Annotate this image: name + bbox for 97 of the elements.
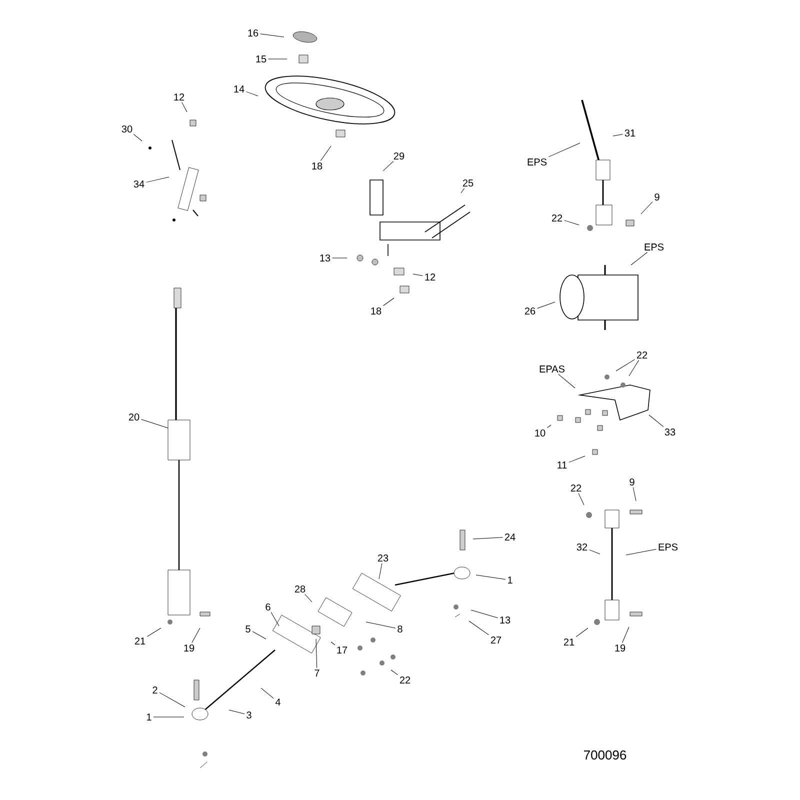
callout-number: 22 <box>400 676 410 684</box>
callout-number: 9 <box>654 193 660 201</box>
callout-number: 16 <box>248 29 258 37</box>
callout-number: 22 <box>636 352 648 358</box>
leader-line <box>578 492 584 506</box>
callout-number: 8 <box>398 625 402 633</box>
leader-line <box>182 102 188 112</box>
callout-number: 24 <box>504 534 516 540</box>
leader-line <box>228 710 245 714</box>
leader-line <box>383 298 394 306</box>
callout-number: 10 <box>535 429 546 437</box>
callout-number: 22 <box>570 484 582 492</box>
leader-line <box>576 628 588 638</box>
callout-number: 19 <box>615 644 626 652</box>
leader-line <box>330 642 336 646</box>
leader-line <box>382 161 394 172</box>
leader-line <box>268 58 288 60</box>
leader-line <box>390 670 398 676</box>
leader-line <box>252 631 266 640</box>
leader-line <box>476 574 506 580</box>
callout-number: 21 <box>134 638 146 644</box>
leader-line <box>564 220 580 226</box>
callout-number: 21 <box>564 638 574 646</box>
callout-number: 28 <box>294 585 306 593</box>
leader-line <box>153 716 184 718</box>
callout-number: 5 <box>246 626 250 632</box>
callout-number: 3 <box>246 711 252 719</box>
callout-number: 22 <box>552 214 562 222</box>
callout-number: EPS <box>658 543 678 551</box>
callout-number: 12 <box>174 94 184 100</box>
leader-line <box>626 548 657 556</box>
callout-number: EPAS <box>540 365 565 373</box>
callout-number: 26 <box>524 307 536 315</box>
leader-line <box>270 612 280 626</box>
leader-line <box>568 456 586 463</box>
leader-line <box>632 487 636 502</box>
leader-line <box>472 537 503 540</box>
callout-number: 31 <box>624 129 636 137</box>
leader-line <box>320 146 332 161</box>
callout-number: 15 <box>256 56 266 62</box>
callout-number: 17 <box>337 646 348 654</box>
leader-line <box>146 176 170 183</box>
callout-number: 9 <box>630 478 634 486</box>
callout-number: 33 <box>664 428 676 436</box>
callout-number: 25 <box>462 179 474 187</box>
callout-number: 13 <box>320 254 330 262</box>
leader-line <box>147 628 162 637</box>
leader-line <box>640 202 653 214</box>
leader-line <box>246 91 258 96</box>
callout-number: 34 <box>134 180 144 188</box>
callout-number: 13 <box>500 616 510 624</box>
callout-number: 23 <box>378 554 388 562</box>
callout-number: 18 <box>312 162 322 170</box>
leader-line <box>616 359 635 372</box>
leader-line <box>537 302 556 309</box>
callout-number: 1 <box>508 576 512 584</box>
leader-line <box>378 563 382 580</box>
callout-number: 18 <box>371 307 382 315</box>
callout-number: 7 <box>314 670 320 676</box>
leader-line <box>558 374 576 388</box>
leader-line <box>470 610 498 618</box>
callout-number: 30 <box>122 125 132 133</box>
leader-line <box>648 414 664 428</box>
leader-line <box>460 188 465 194</box>
leader-line <box>316 638 318 668</box>
leader-line <box>260 688 274 699</box>
leader-line <box>159 692 186 708</box>
leader-line <box>548 142 580 158</box>
drawing-number: 700096 <box>584 750 626 760</box>
leader-line <box>366 622 396 628</box>
callout-number: 32 <box>576 543 588 551</box>
leader-line <box>622 626 630 644</box>
callout-number: 11 <box>558 462 567 468</box>
callout-number: 29 <box>394 152 404 160</box>
leader-line <box>304 594 312 602</box>
callout-number: 6 <box>266 603 270 611</box>
leader-line <box>412 274 423 276</box>
leader-line <box>628 360 640 376</box>
callout-number: 4 <box>275 698 280 706</box>
leader-line <box>612 134 623 136</box>
callout-number: EPS <box>644 243 664 251</box>
callout-number: 20 <box>128 413 140 421</box>
callout-number: 19 <box>184 644 194 652</box>
leader-line <box>192 628 200 644</box>
leader-line <box>133 134 142 142</box>
leader-line <box>141 419 168 428</box>
leader-line <box>468 620 489 636</box>
callout-number: 2 <box>152 686 158 694</box>
callout-number: EPS <box>528 158 547 166</box>
leader-line <box>589 550 600 554</box>
leader-line <box>630 252 648 266</box>
callout-number: 1 <box>147 714 152 720</box>
callout-number: 14 <box>234 86 244 92</box>
leader-line <box>546 424 552 428</box>
leader-line <box>260 34 284 38</box>
callout-number: 12 <box>425 274 436 280</box>
callout-number: 27 <box>490 636 502 644</box>
